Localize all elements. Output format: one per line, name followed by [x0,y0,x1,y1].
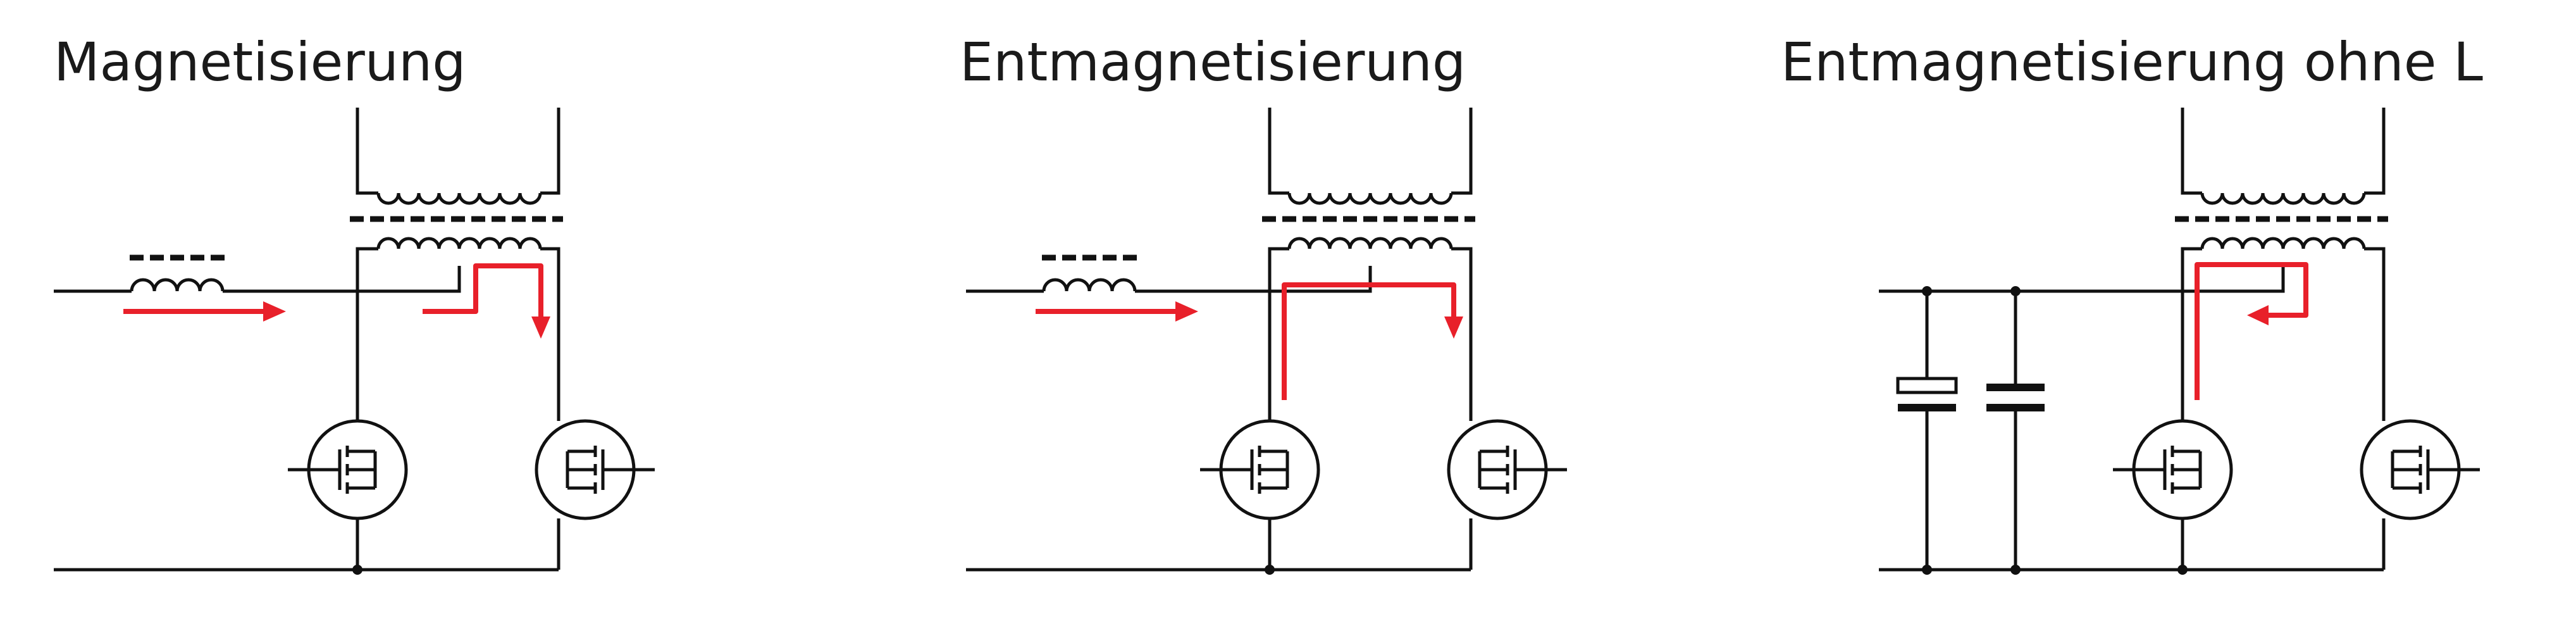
panel-1-schematic [54,108,655,575]
panel-2-schematic [966,108,1567,575]
panel-title-entmagnetisierung-ohne-l: Entmagnetisierung ohne L [1781,31,2483,93]
panel-title-magnetisierung: Magnetisierung [54,31,466,93]
panel-3-schematic [1879,108,2480,575]
panel-title-entmagnetisierung: Entmagnetisierung [960,31,1466,93]
